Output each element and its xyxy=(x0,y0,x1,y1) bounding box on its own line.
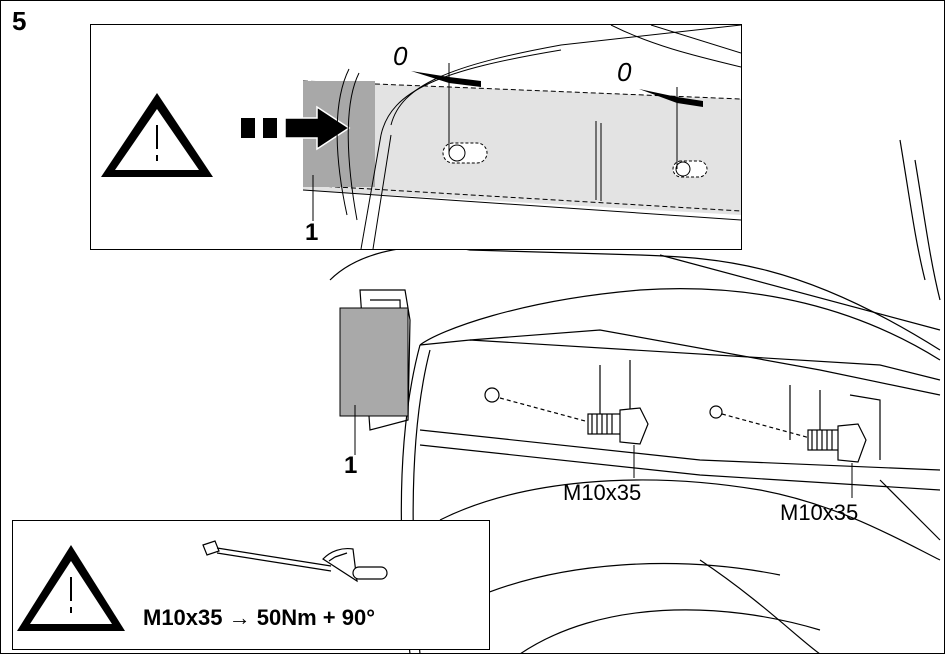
bolt-label-left: M10x35 xyxy=(563,480,642,505)
part-label-inset: 1 xyxy=(305,219,319,246)
warning-triangle-icon xyxy=(17,545,125,631)
step-number: 5 xyxy=(12,6,27,36)
detail-inset: 0 0 1 xyxy=(90,24,742,250)
warning-triangle-icon xyxy=(101,93,213,177)
bolt-label-right: M10x35 xyxy=(780,500,859,525)
torque-spec: M10x35 → 50Nm + 90° xyxy=(143,605,375,630)
clearance-label-right: 0 xyxy=(617,57,632,87)
clearance-label-left: 0 xyxy=(393,41,408,71)
torque-wrench-icon xyxy=(202,540,388,583)
bolt-icon xyxy=(587,407,649,445)
part-label-main: 1 xyxy=(344,452,358,479)
torque-spec-box: M10x35 → 50Nm + 90° xyxy=(12,520,490,650)
arrow-icon xyxy=(241,105,351,151)
